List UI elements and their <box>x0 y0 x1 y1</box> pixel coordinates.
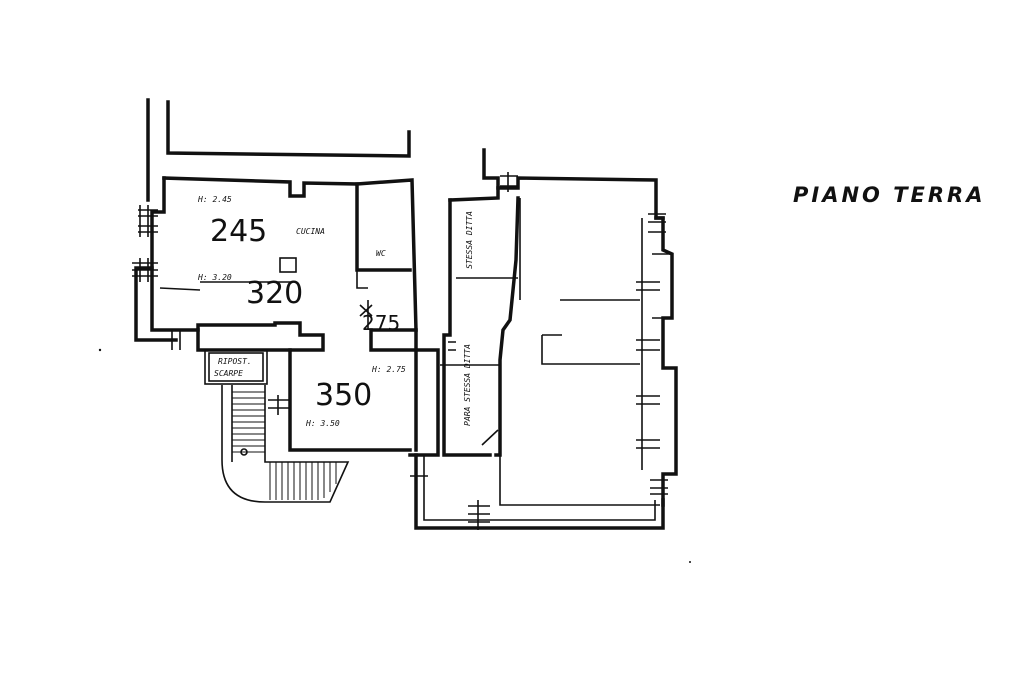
right-windows <box>410 172 672 530</box>
room-b-number: 320 <box>246 276 303 311</box>
room-c-number: 350 <box>315 378 372 413</box>
vertical-label-lower: PARA STESSA DITTA <box>463 344 472 426</box>
wc-label: WC <box>376 249 386 258</box>
svg-text:SCARPE: SCARPE <box>214 369 243 378</box>
staircase <box>221 385 350 503</box>
room-c: 350 H: 3.50 <box>305 378 372 428</box>
cucina-label: CUCINA <box>296 227 325 236</box>
right-block-walls <box>414 148 678 530</box>
room-b: H: 3.20 320 <box>197 273 303 311</box>
passage-number: 275 <box>362 311 400 335</box>
vertical-label-upper: STESSA DITTA <box>465 211 474 269</box>
room-a-number: 245 <box>210 214 267 249</box>
ripostiglio-box: RIPOST. SCARPE <box>204 349 268 385</box>
room-a: H: 2.45 245 <box>197 195 267 249</box>
left-wing-walls <box>134 176 440 457</box>
room-a-height: H: 2.45 <box>197 195 232 204</box>
room-c-height: H: 3.50 <box>305 419 340 428</box>
left-windows <box>132 205 181 350</box>
passage-height: H: 2.75 <box>371 365 406 374</box>
speck <box>689 561 691 563</box>
passage: 275 H: 2.75 <box>359 304 406 374</box>
courtyard-boundary <box>146 98 411 202</box>
room-b-height: H: 3.20 <box>197 273 232 282</box>
speck <box>98 348 102 352</box>
plan-title: PIANO TERRA <box>793 183 985 207</box>
svg-text:RIPOST.: RIPOST. <box>218 357 252 366</box>
